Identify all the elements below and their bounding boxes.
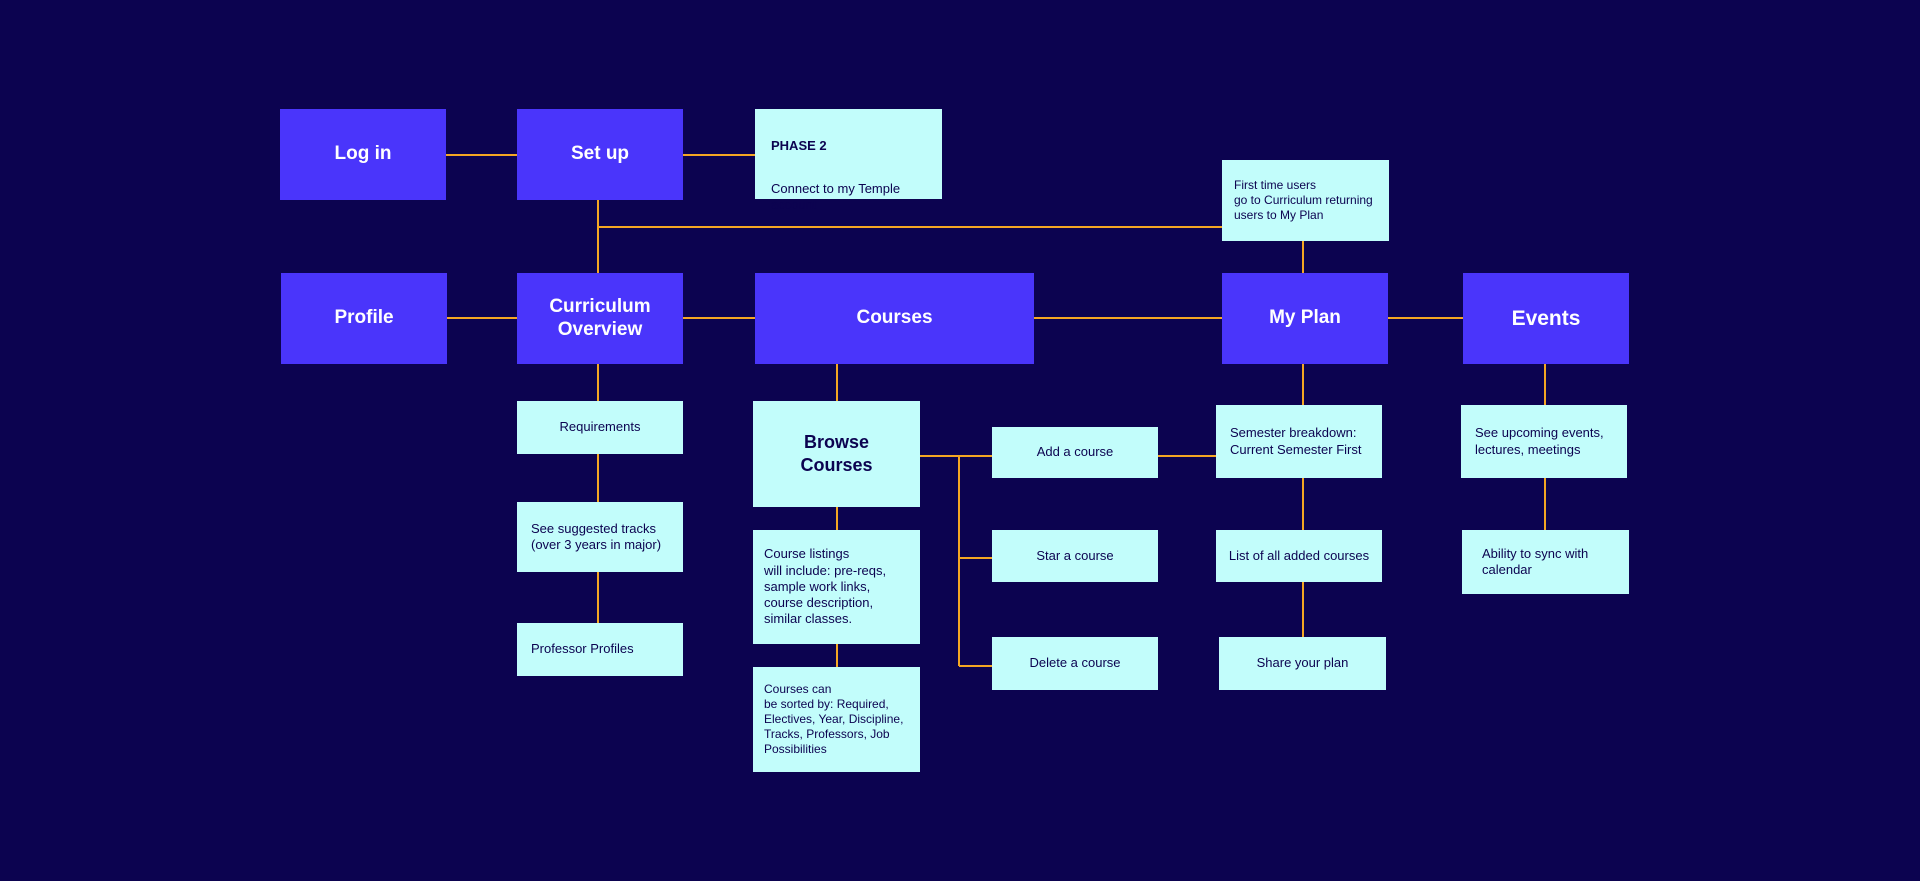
node-profile: Profile	[281, 273, 447, 364]
node-setup: Set up	[517, 109, 683, 200]
node-upcoming-events: See upcoming events, lectures, meetings	[1461, 405, 1627, 478]
node-add-a-course: Add a course	[992, 427, 1158, 478]
node-sync-calendar: Ability to sync with calendar	[1462, 530, 1629, 594]
node-browse-courses: Browse Courses	[753, 401, 920, 507]
node-requirements: Requirements	[517, 401, 683, 454]
node-share-plan: Share your plan	[1219, 637, 1386, 690]
node-suggested-tracks: See suggested tracks (over 3 years in ma…	[517, 502, 683, 572]
node-delete-a-course: Delete a course	[992, 637, 1158, 690]
node-course-listings: Course listings will include: pre-reqs, …	[753, 530, 920, 644]
node-first-time-users: First time users go to Curriculum return…	[1222, 160, 1389, 241]
node-phase-2: PHASE 2 Connect to my Temple account	[755, 109, 942, 212]
node-courses-sorted-by: Courses can be sorted by: Required, Elec…	[753, 667, 920, 772]
node-events: Events	[1463, 273, 1629, 364]
node-semester-breakdown: Semester breakdown: Current Semester Fir…	[1216, 405, 1382, 478]
phase-2-title: PHASE 2	[771, 138, 827, 154]
node-curriculum-overview: Curriculum Overview	[517, 273, 683, 364]
node-login: Log in	[280, 109, 446, 200]
node-list-all-added: List of all added courses	[1216, 530, 1382, 582]
node-my-plan: My Plan	[1222, 273, 1388, 364]
phase-2-body: Connect to my Temple account	[771, 180, 901, 212]
node-star-a-course: Star a course	[992, 530, 1158, 582]
node-professor-profiles: Professor Profiles	[517, 623, 683, 676]
node-courses: Courses	[755, 273, 1034, 364]
